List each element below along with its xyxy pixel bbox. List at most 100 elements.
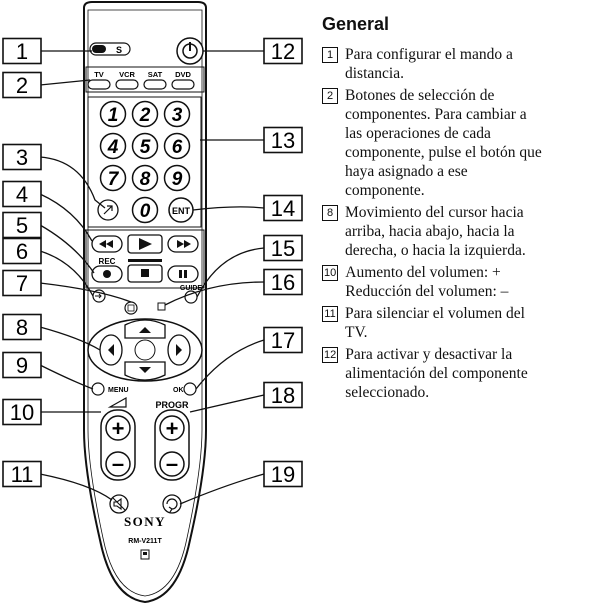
rec-label: REC xyxy=(99,257,116,266)
digit-label-8: 8 xyxy=(140,169,151,190)
component-button-dvd[interactable] xyxy=(171,79,195,90)
callout-box-11 xyxy=(2,460,42,488)
digit-button-8[interactable] xyxy=(131,164,159,192)
item-text: Botones de selección de componentes. Par… xyxy=(345,87,542,199)
teletext-icon xyxy=(127,304,135,312)
pause-icon-left xyxy=(179,270,182,278)
digit-button-9[interactable] xyxy=(163,164,191,192)
component-button-sat[interactable] xyxy=(143,79,167,90)
transport-frame xyxy=(85,229,205,289)
component-buttons-frame xyxy=(85,66,205,93)
callout-number-3: 3 xyxy=(16,145,28,170)
volume-plus-glyph: + xyxy=(112,416,125,441)
item-number-box: 11 xyxy=(322,306,338,322)
component-label-dvd: DVD xyxy=(175,70,191,79)
callout-number-1: 1 xyxy=(16,39,28,64)
ok-button[interactable] xyxy=(183,382,197,396)
list-item: 10 Aumento del volumen: + Reducción del v… xyxy=(322,263,607,301)
mute-icon xyxy=(112,497,126,511)
callout-number-15: 15 xyxy=(271,236,295,261)
display-button-icon xyxy=(157,302,166,311)
digit-pad-frame xyxy=(87,96,202,228)
digit-label-1: 1 xyxy=(108,105,119,126)
rewind-icon xyxy=(99,240,113,248)
callout-number-6: 6 xyxy=(16,239,28,264)
callout-box-4 xyxy=(2,180,42,208)
teletext-button[interactable] xyxy=(124,301,138,315)
component-button-tv[interactable] xyxy=(87,79,111,90)
progr-up-button[interactable] xyxy=(159,415,185,441)
stop-icon xyxy=(141,269,149,277)
digit-button-0[interactable] xyxy=(131,196,159,224)
volume-icon xyxy=(107,396,127,408)
digit-label-3: 3 xyxy=(172,105,183,126)
component-button-vcr[interactable] xyxy=(115,79,139,90)
brand-logo: SONY xyxy=(124,514,166,529)
pause-icon-right xyxy=(184,270,187,278)
list-item: 11 Para silenciar el volumen del TV. xyxy=(322,304,607,342)
volume-up-button[interactable] xyxy=(105,415,131,441)
pause-button[interactable] xyxy=(167,265,199,283)
dpad-left-icon xyxy=(108,344,114,356)
item-number-box: 8 xyxy=(322,205,338,221)
callout-number-13: 13 xyxy=(271,128,295,153)
callout-box-14 xyxy=(263,194,303,222)
volume-minus-glyph: – xyxy=(112,451,124,476)
callout-box-9 xyxy=(2,351,42,379)
ir-mark-inner xyxy=(143,552,147,555)
dpad-up-icon xyxy=(139,327,151,333)
callout-box-6 xyxy=(2,237,42,265)
component-label-sat: SAT xyxy=(148,70,163,79)
item-number-box: 1 xyxy=(322,47,338,63)
callout-number-8: 8 xyxy=(16,315,28,340)
stop-bar xyxy=(128,259,162,262)
progr-down-button[interactable] xyxy=(159,451,185,477)
digit-label-5: 5 xyxy=(140,137,151,158)
item-text: Para configurar el mando a distancia. xyxy=(345,46,513,82)
callout-box-3 xyxy=(2,143,42,171)
switch-label: S xyxy=(116,45,122,55)
digit-button-6[interactable] xyxy=(163,132,191,160)
callout-box-7 xyxy=(2,269,42,297)
callout-box-12 xyxy=(263,37,303,65)
progr-label: PROGR xyxy=(155,400,189,410)
callout-box-2 xyxy=(2,71,42,99)
digit-label-4: 4 xyxy=(107,137,119,158)
jump-icon xyxy=(166,498,178,513)
digit-button-1[interactable] xyxy=(99,100,127,128)
callout-box-8 xyxy=(2,313,42,341)
jump-button[interactable] xyxy=(162,494,182,514)
callout-leaders xyxy=(39,50,265,505)
menu-label: MENU xyxy=(108,387,129,394)
volume-down-button[interactable] xyxy=(105,451,131,477)
menu-button[interactable] xyxy=(91,382,105,396)
callout-number-4: 4 xyxy=(16,182,28,207)
item-number-box: 10 xyxy=(322,265,339,281)
callout-box-13 xyxy=(263,126,303,154)
item-text: Aumento del volumen: + Reducción del vol… xyxy=(345,264,509,300)
digit-button-3[interactable] xyxy=(163,100,191,128)
dpad-right-icon xyxy=(176,344,182,356)
callout-box-5 xyxy=(2,211,42,239)
callout-number-2: 2 xyxy=(16,73,28,98)
digit-button-2[interactable] xyxy=(131,100,159,128)
callout-number-14: 14 xyxy=(271,196,295,221)
rec-icon xyxy=(103,270,111,278)
digit-button-5[interactable] xyxy=(131,132,159,160)
item-text: Para activar y desactivar la alimentació… xyxy=(345,346,528,401)
callout-number-7: 7 xyxy=(16,271,28,296)
callout-number-11: 11 xyxy=(11,462,34,487)
callout-number-12: 12 xyxy=(271,39,295,64)
callout-number-5: 5 xyxy=(16,213,28,238)
component-label-vcr: VCR xyxy=(119,70,135,79)
list-item: 1 Para configurar el mando a distancia. xyxy=(322,45,607,83)
callout-box-1 xyxy=(2,37,42,65)
digit-button-7[interactable] xyxy=(99,164,127,192)
guide-label: GUIDE xyxy=(180,285,203,292)
item-text: Para silenciar el volumen del TV. xyxy=(345,305,525,341)
digit-button-4[interactable] xyxy=(99,132,127,160)
